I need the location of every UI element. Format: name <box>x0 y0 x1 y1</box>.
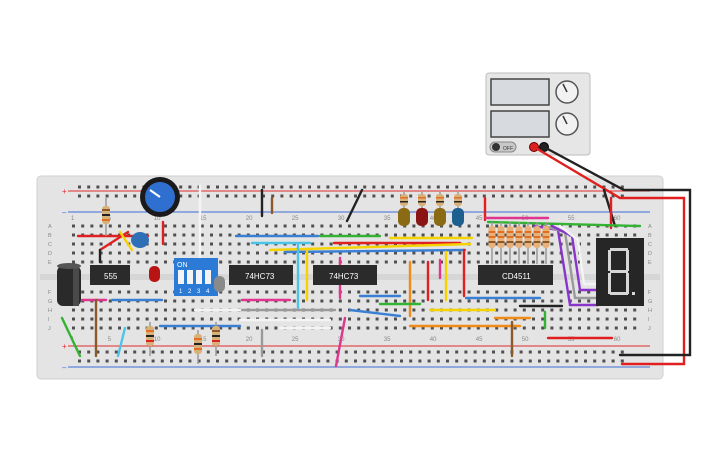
column-label: 35 <box>384 337 391 343</box>
row-label: H <box>648 308 652 314</box>
led-brown-2[interactable] <box>434 208 446 226</box>
dip-toggle-2[interactable] <box>187 270 193 284</box>
supply-black-wire <box>542 145 692 357</box>
row-label: C <box>48 242 52 248</box>
power-switch-label: OFF <box>503 146 513 152</box>
resistor-1[interactable] <box>102 198 110 236</box>
chip-cd4511[interactable]: CD4511 <box>478 265 553 285</box>
dip-toggle-4[interactable] <box>205 270 211 284</box>
led-resistor[interactable] <box>400 194 408 206</box>
row-label: F <box>48 290 52 296</box>
resistor-4[interactable] <box>212 322 220 356</box>
row-label: D <box>48 251 52 257</box>
chip-74hc73-2[interactable]: 74HC73 <box>313 265 377 285</box>
dip-toggle-1[interactable] <box>178 270 184 284</box>
chip-74hc73-1[interactable]: 74HC73 <box>229 265 293 285</box>
phototransistor[interactable] <box>214 276 225 292</box>
column-label: 25 <box>292 337 299 343</box>
column-label: 45 <box>476 337 483 343</box>
potentiometer[interactable] <box>140 177 180 217</box>
led-red[interactable] <box>149 266 160 282</box>
chip-cd4511-label: CD4511 <box>502 272 531 281</box>
column-label: 40 <box>430 216 437 222</box>
dip-position-label: 1 <box>179 289 183 295</box>
column-label: 60 <box>614 337 621 343</box>
current-display <box>490 110 550 138</box>
power-supply[interactable]: OFF <box>485 72 591 156</box>
power-switch[interactable]: OFF <box>489 141 517 153</box>
voltage-display <box>490 78 550 106</box>
resistor-array[interactable] <box>488 222 550 264</box>
svg-text:+: + <box>62 187 67 196</box>
row-label: G <box>648 299 652 305</box>
row-label: H <box>48 308 52 314</box>
column-label: 5 <box>108 337 112 343</box>
chip-555[interactable]: 555 <box>90 265 130 285</box>
column-label: 10 <box>154 216 161 222</box>
column-label: 45 <box>476 216 483 222</box>
led-resistors[interactable] <box>400 192 462 208</box>
chip-74hc73-1-label: 74HC73 <box>245 272 275 281</box>
column-label: 55 <box>568 216 575 222</box>
column-label: 40 <box>430 337 437 343</box>
seven-segment-display[interactable] <box>596 238 644 306</box>
dip-position-label: 2 <box>188 289 192 295</box>
row-label: F <box>648 290 652 296</box>
column-label: 15 <box>200 216 207 222</box>
column-label: 20 <box>246 216 253 222</box>
row-label: I <box>48 317 50 323</box>
led-brown-1[interactable] <box>398 208 410 226</box>
column-label: 25 <box>292 216 299 222</box>
ceramic-capacitor[interactable] <box>131 232 149 248</box>
svg-text:–: – <box>62 363 67 372</box>
chip-555-label: 555 <box>104 272 118 281</box>
dip-toggle-3[interactable] <box>196 270 202 284</box>
led-resistor[interactable] <box>454 194 462 206</box>
row-label: B <box>48 233 52 239</box>
row-label: B <box>648 233 652 239</box>
row-label: D <box>648 251 652 257</box>
row-label: J <box>648 326 651 332</box>
svg-text:–: – <box>62 208 67 217</box>
row-label: I <box>648 317 650 323</box>
svg-text:+: + <box>62 342 67 351</box>
dip-position-label: 3 <box>197 289 201 295</box>
electrolytic-capacitor[interactable] <box>57 263 81 306</box>
led-blue[interactable] <box>452 208 464 226</box>
resistor-2[interactable] <box>146 322 154 356</box>
column-label: 10 <box>154 337 161 343</box>
column-label: 55 <box>568 337 575 343</box>
row-label: A <box>648 224 652 230</box>
dip-position-label: 4 <box>206 289 210 295</box>
column-label: 30 <box>338 216 345 222</box>
column-label: 1 <box>71 216 75 222</box>
led-resistor[interactable] <box>418 194 426 206</box>
row-label: A <box>48 224 52 230</box>
column-label: 35 <box>384 216 391 222</box>
resistor-3[interactable] <box>194 330 202 364</box>
column-label: 15 <box>200 337 207 343</box>
row-label: G <box>48 299 52 305</box>
chip-74hc73-2-label: 74HC73 <box>329 272 359 281</box>
dip-switch-on-label: ON <box>177 262 188 269</box>
row-label: E <box>48 260 52 266</box>
column-label: 60 <box>614 216 621 222</box>
column-label: 50 <box>522 337 529 343</box>
row-label: C <box>648 242 652 248</box>
column-label: 20 <box>246 337 253 343</box>
supply-red-wire <box>532 145 686 366</box>
led-resistor[interactable] <box>436 194 444 206</box>
row-label: J <box>48 326 51 332</box>
row-label: E <box>648 260 652 266</box>
led-red-2[interactable] <box>416 208 428 226</box>
